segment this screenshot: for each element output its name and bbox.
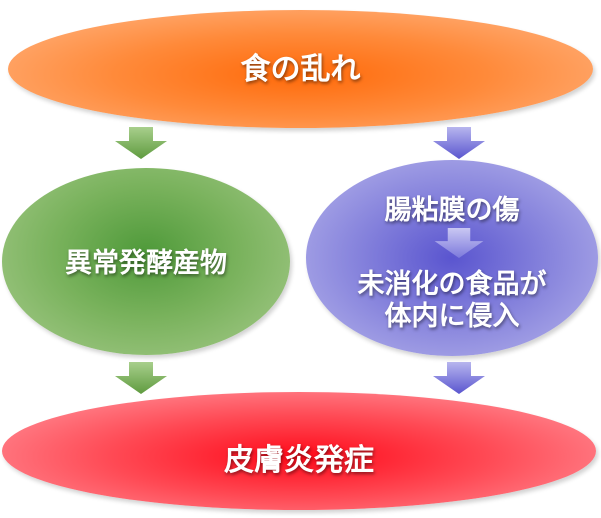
node-label-dermatitis: 皮膚炎発症	[224, 443, 374, 478]
node-label-undigested-line2: 体内に侵入	[384, 301, 520, 332]
down-arrow-green-icon	[115, 362, 167, 394]
node-label-mucosa-damage: 腸粘膜の傷	[384, 195, 520, 226]
down-arrow-inner-blue-icon	[434, 228, 484, 258]
node-label-fermentation: 異常発酵産物	[65, 248, 227, 279]
outcome-ellipse-dermatitis	[2, 392, 596, 510]
node-label-undigested-line1: 未消化の食品が	[357, 269, 547, 300]
down-arrow-blue-icon	[433, 362, 485, 394]
down-arrow-blue-icon	[433, 127, 485, 159]
down-arrow-green-icon	[115, 127, 167, 159]
node-label-diet: 食の乱れ	[240, 52, 361, 87]
effect-ellipse-fermentation	[2, 168, 290, 355]
effect-ellipse-intestinal-damage	[306, 160, 598, 356]
cause-ellipse-diet	[8, 10, 593, 128]
